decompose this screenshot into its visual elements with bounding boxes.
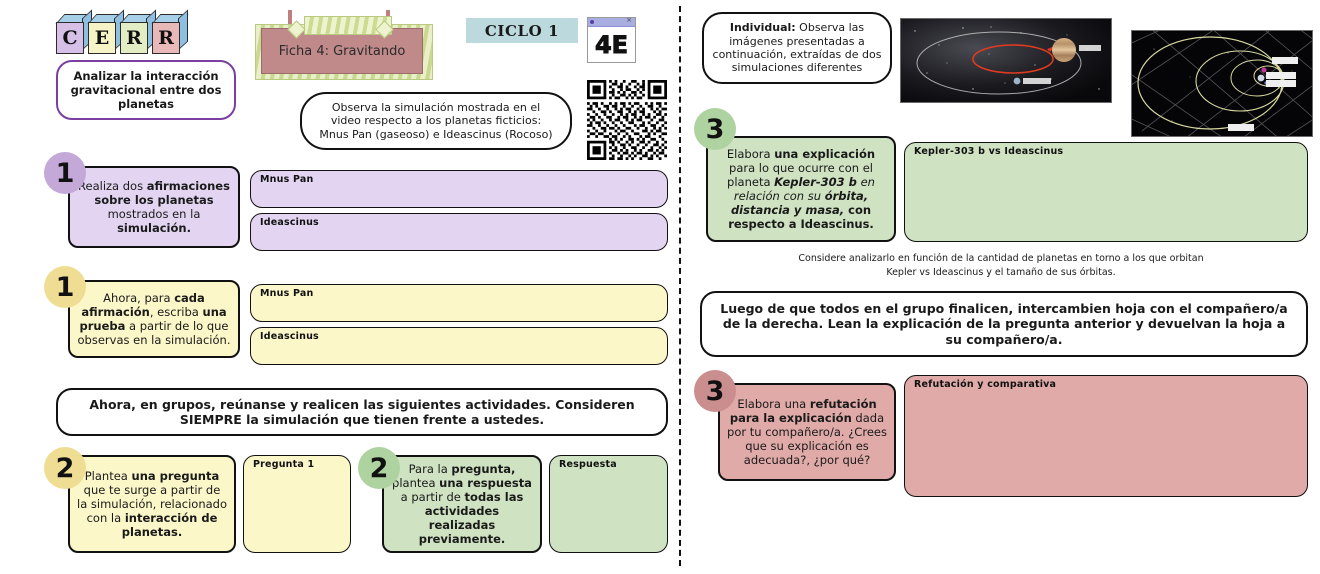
prompt-bold: todas las actividades realizadas previam… <box>418 489 524 547</box>
simulation-screenshot-orbits-planet <box>900 18 1112 103</box>
window-dot-icon <box>590 20 594 24</box>
banner-plate: Ficha 4: Gravitando <box>261 28 423 74</box>
prompt-bold: pregunta, <box>451 461 516 476</box>
answer-field-refutacion[interactable]: Refutación y comparativa <box>904 375 1308 497</box>
step-1-prompt: Realiza dos afirmaciones sobre los plane… <box>68 166 240 248</box>
individual-text: Observa las imágenes presentadas a conti… <box>712 21 882 75</box>
prompt-text: para lo que ocurre con el planeta <box>727 160 873 189</box>
field-caption: Ideascinus <box>260 331 319 342</box>
prompt-bold: una explicación <box>774 146 876 161</box>
prompt-bold-italic: órbita, distancia y masa, <box>730 189 869 218</box>
field-caption: Kepler-303 b vs Ideascinus <box>914 146 1064 157</box>
logo-cube-r1: R <box>119 9 157 54</box>
ficha-title-banner: Ficha 4: Gravitando <box>247 10 433 80</box>
step-number-6: 3 <box>694 370 736 412</box>
prompt-text: a partir de <box>400 489 465 504</box>
step-number-4: 2 <box>358 447 400 489</box>
prompt-text: Ahora, para <box>103 290 175 305</box>
orbit-note-line-2: Kepler vs Ideascinus y el tamaño de sus … <box>886 266 1116 278</box>
prompt-bold: refutación para la explicación <box>729 396 877 425</box>
answer-field-kepler-vs-ideascinus[interactable]: Kepler-303 b vs Ideascinus <box>904 142 1308 242</box>
field-caption: Mnus Pan <box>260 174 314 185</box>
prompt-text: Plantea <box>84 468 132 483</box>
logo-letter-0: C <box>56 22 84 54</box>
orbit-analysis-note: Considere analizarlo en función de la ca… <box>760 252 1242 280</box>
field-caption: Pregunta 1 <box>253 459 315 470</box>
field-caption: Ideascinus <box>260 217 319 228</box>
cerr-logo: C E R R <box>55 9 189 54</box>
prompt-bold-italic: Kepler-303 b <box>774 174 857 189</box>
prompt-bold: interacción de planetas. <box>121 511 218 540</box>
prompt-text: , escriba <box>149 304 203 319</box>
answer-field-mnus-pan-1[interactable]: Mnus Pan <box>250 170 668 208</box>
observe-instruction: Observa la simulación mostrada en el vid… <box>300 92 572 150</box>
orbit-note-line-1: Considere analizarlo en función de la ca… <box>798 253 1204 264</box>
prompt-text: plantea <box>392 475 440 490</box>
qr-code[interactable] <box>586 80 668 160</box>
step-number-2: 1 <box>44 266 86 308</box>
answer-field-ideascinus-2[interactable]: Ideascinus <box>250 327 668 365</box>
field-caption: Respuesta <box>559 459 617 470</box>
step-5-prompt: Elabora una explicación para lo que ocur… <box>706 136 896 242</box>
prompt-text: Para la <box>408 461 452 476</box>
prompt-text: que te surge a partir de la simulación, … <box>77 482 227 525</box>
prompt-text: mostrados en la <box>107 207 201 221</box>
prompt-bold: cada afirmación <box>81 290 205 319</box>
prompt-text: a partir de lo que observas en la simula… <box>77 319 231 348</box>
field-caption: Mnus Pan <box>260 288 314 299</box>
individual-label: Individual: <box>729 21 796 35</box>
logo-letter-3: R <box>152 22 180 54</box>
column-divider <box>679 6 681 566</box>
answer-field-mnus-pan-2[interactable]: Mnus Pan <box>250 284 668 322</box>
step-number-3: 2 <box>44 447 86 489</box>
individual-instruction: Individual: Observa las imágenes present… <box>702 12 892 84</box>
answer-field-respuesta[interactable]: Respuesta <box>549 455 668 553</box>
answer-field-pregunta-1[interactable]: Pregunta 1 <box>243 455 351 553</box>
step-3-prompt: Plantea una pregunta que te surge a part… <box>68 455 236 553</box>
group-activity-banner: Ahora, en grupos, reúnanse y realicen la… <box>56 388 668 436</box>
observe-line-2: video respecto a los planetas ficticios: <box>330 114 542 128</box>
exchange-instruction-banner: Luego de que todos en el grupo finalicen… <box>700 291 1308 357</box>
objective-statement: Analizar la interacción gravitacional en… <box>56 60 236 120</box>
field-caption: Refutación y comparativa <box>914 379 1057 390</box>
grade-badge-window: × 4E <box>587 16 636 63</box>
prompt-bold: una pregunta <box>131 468 220 483</box>
prompt-bold: una prueba <box>79 304 227 333</box>
prompt-text: Realiza dos <box>78 178 147 193</box>
answer-field-ideascinus-1[interactable]: Ideascinus <box>250 213 668 251</box>
observe-line-1: Observa la simulación mostrada en el <box>331 100 541 114</box>
prompt-bold: con respecto a Ideascinus. <box>728 203 874 232</box>
close-icon: × <box>626 16 632 24</box>
ciclo-label: CICLO 1 <box>484 21 560 40</box>
logo-cube-r2: R <box>151 9 189 54</box>
prompt-bold: afirmaciones sobre los planetas <box>94 178 230 207</box>
prompt-bold: simulación. <box>117 221 191 236</box>
step-2-prompt: Ahora, para cada afirmación, escriba una… <box>68 280 240 358</box>
step-4-prompt: Para la pregunta, plantea una respuesta … <box>382 455 542 553</box>
ficha-title: Ficha 4: Gravitando <box>278 43 406 59</box>
window-title-bar: × <box>588 16 635 27</box>
logo-cube-e: E <box>87 9 125 54</box>
grade-label: 4E <box>594 30 629 59</box>
prompt-bold: una respuesta <box>439 475 532 490</box>
simulation-screenshot-orbital-grid <box>1131 30 1313 137</box>
prompt-text: Elabora una <box>737 396 810 411</box>
banner-top-strip <box>304 16 392 35</box>
prompt-text: Elabora <box>726 146 775 161</box>
logo-cube-c: C <box>55 9 93 54</box>
prompt-italic: en relación con su <box>733 174 875 203</box>
step-6-prompt: Elabora una refutación para la explicaci… <box>718 383 896 481</box>
ciclo-badge: CICLO 1 <box>466 18 578 43</box>
step-number-5: 3 <box>694 108 736 150</box>
step-number-1: 1 <box>44 152 86 194</box>
logo-letter-2: R <box>120 22 148 54</box>
logo-letter-1: E <box>88 22 116 54</box>
observe-line-3: Mnus Pan (gaseoso) e Ideascinus (Rocoso) <box>319 127 553 141</box>
prompt-text: dada por tu compañero/a. ¿Crees que su e… <box>727 410 887 468</box>
